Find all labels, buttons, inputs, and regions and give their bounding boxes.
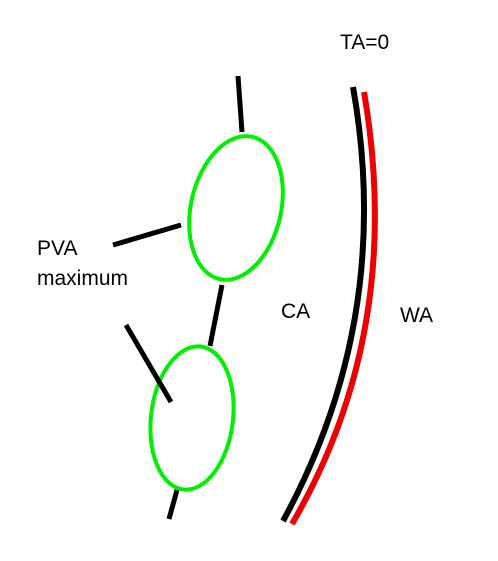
pva-label-line2: maximum [37, 267, 128, 290]
lower-ellipse [148, 344, 236, 492]
black-arc [280, 86, 368, 523]
ca-label: CA [281, 300, 310, 323]
wa-label: WA [400, 304, 433, 327]
upper-ellipse [187, 134, 285, 282]
pva-pointer-line-upper [112, 222, 182, 248]
pva-pointer-line-lower [123, 323, 174, 404]
pva-label-line1: PVA [37, 237, 77, 260]
ta-label: TA=0 [340, 31, 389, 54]
middle-stalk-line [207, 284, 225, 347]
red-arc [289, 91, 378, 526]
top-stalk-line [235, 75, 245, 133]
bottom-stalk-line [166, 489, 180, 520]
